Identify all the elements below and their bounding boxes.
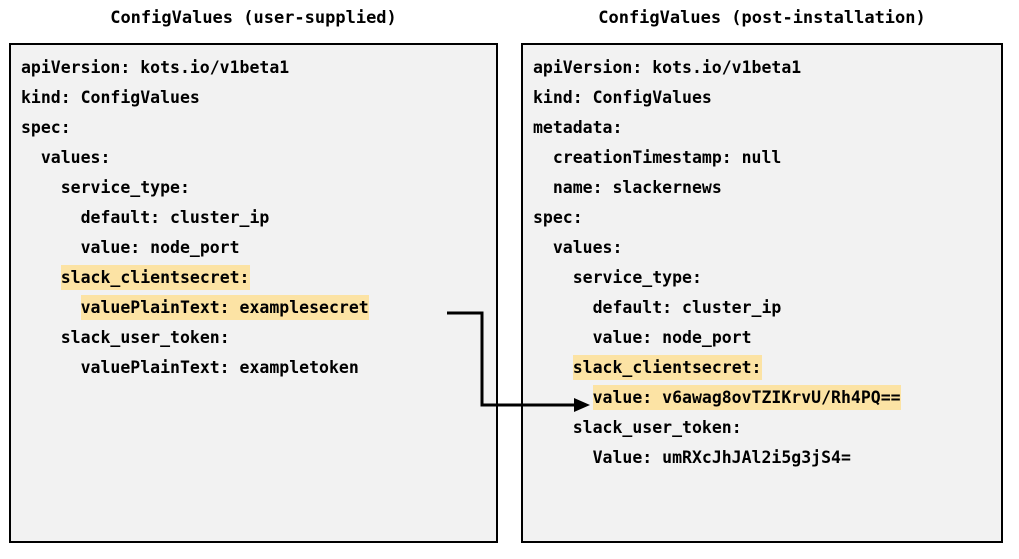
right-configvalues-box: apiVersion: kots.io/v1beta1 kind: ConfigV… — [521, 43, 1003, 543]
highlighted-code-text: valuePlainText: examplesecret — [80, 295, 369, 320]
code-text: slack_user_token: — [572, 418, 742, 437]
code-line: value: node_port — [21, 233, 486, 263]
code-line: valuePlainText: exampletoken — [21, 353, 486, 383]
code-line: kind: ConfigValues — [533, 83, 991, 113]
code-text: values: — [40, 148, 111, 167]
code-line: value: node_port — [533, 323, 991, 353]
code-text: valuePlainText: exampletoken — [80, 358, 359, 377]
code-line: creationTimestamp: null — [533, 143, 991, 173]
code-text: creationTimestamp: null — [552, 148, 782, 167]
highlighted-code-text: slack_clientsecret: — [60, 265, 250, 290]
code-text: value: node_port — [592, 328, 752, 347]
code-line: default: cluster_ip — [533, 293, 991, 323]
code-line: spec: — [21, 113, 486, 143]
code-line: slack_clientsecret: — [21, 263, 486, 293]
code-line: name: slackernews — [533, 173, 991, 203]
highlighted-code-text: slack_clientsecret: — [572, 355, 762, 380]
code-text: slack_user_token: — [60, 328, 230, 347]
code-text: service_type: — [572, 268, 702, 287]
code-line: apiVersion: kots.io/v1beta1 — [21, 53, 486, 83]
code-text: kind: ConfigValues — [21, 88, 200, 107]
code-text: default: cluster_ip — [592, 298, 782, 317]
code-line: spec: — [533, 203, 991, 233]
code-line: value: v6awag8ovTZIKrvU/Rh4PQ== — [533, 383, 991, 413]
code-line: service_type: — [533, 263, 991, 293]
left-configvalues-box: apiVersion: kots.io/v1beta1 kind: ConfigV… — [9, 43, 498, 543]
code-line: metadata: — [533, 113, 991, 143]
code-text: value: node_port — [80, 238, 240, 257]
code-text: Value: umRXcJhJAl2i5g3jS4= — [592, 448, 851, 467]
code-line: kind: ConfigValues — [21, 83, 486, 113]
highlighted-code-text: value: v6awag8ovTZIKrvU/Rh4PQ== — [592, 385, 901, 410]
right-code-block: apiVersion: kots.io/v1beta1 kind: ConfigV… — [523, 53, 1001, 473]
code-text: spec: — [533, 208, 583, 227]
code-line: default: cluster_ip — [21, 203, 486, 233]
code-line: apiVersion: kots.io/v1beta1 — [533, 53, 991, 83]
code-line: service_type: — [21, 173, 486, 203]
code-text: spec: — [21, 118, 71, 137]
code-text: default: cluster_ip — [80, 208, 270, 227]
code-text: values: — [552, 238, 623, 257]
code-text: kind: ConfigValues — [533, 88, 712, 107]
code-line: slack_clientsecret: — [533, 353, 991, 383]
code-line: slack_user_token: — [533, 413, 991, 443]
code-line: valuePlainText: examplesecret — [21, 293, 486, 323]
code-line: values: — [533, 233, 991, 263]
code-text: metadata: — [533, 118, 623, 137]
code-text: service_type: — [60, 178, 190, 197]
right-panel-title: ConfigValues (post-installation) — [598, 8, 926, 28]
code-text: apiVersion: kots.io/v1beta1 — [21, 58, 290, 77]
code-line: values: — [21, 143, 486, 173]
code-line: Value: umRXcJhJAl2i5g3jS4= — [533, 443, 991, 473]
code-text: name: slackernews — [552, 178, 722, 197]
code-line: slack_user_token: — [21, 323, 486, 353]
code-text: apiVersion: kots.io/v1beta1 — [533, 58, 802, 77]
left-code-block: apiVersion: kots.io/v1beta1 kind: ConfigV… — [11, 53, 496, 383]
left-panel-title: ConfigValues (user-supplied) — [110, 8, 397, 28]
